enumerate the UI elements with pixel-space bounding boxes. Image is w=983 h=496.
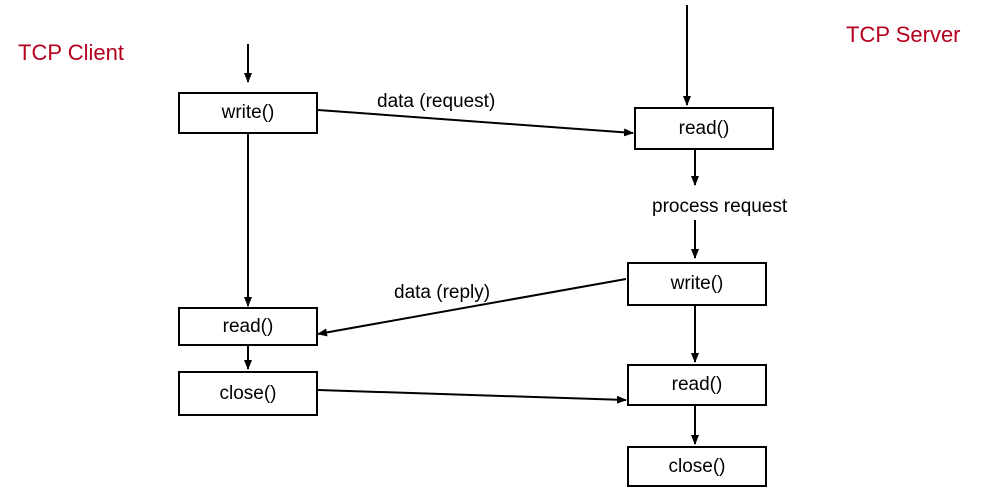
- close-to-read-arrow: [317, 389, 627, 404]
- server-read-eof-box: read(): [627, 364, 767, 406]
- server-title: TCP Server: [846, 22, 961, 47]
- request-label: data (request): [377, 91, 496, 112]
- reply-arrow: [317, 278, 627, 337]
- reply-label: data (reply): [394, 282, 491, 303]
- client-close-box: close(): [178, 371, 318, 416]
- client-write-box: write(): [178, 92, 318, 134]
- server-close-box: close(): [627, 446, 767, 487]
- server-read-request-box: read(): [634, 107, 774, 150]
- process-request-label: process request: [652, 196, 788, 217]
- server-write-box: write(): [627, 262, 767, 306]
- client-title: TCP Client: [18, 40, 124, 65]
- request-arrow: [317, 109, 634, 137]
- client-read-box: read(): [178, 307, 318, 346]
